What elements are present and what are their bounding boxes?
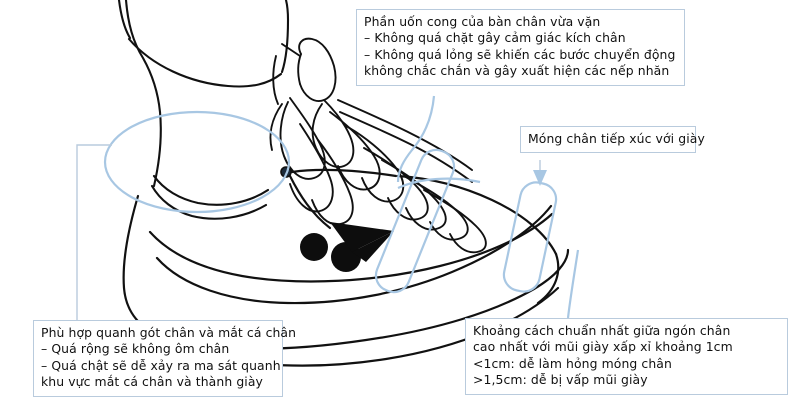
leg-front-outline (280, 0, 290, 74)
heel-callout-connector (76, 144, 112, 320)
toe-highlight-rect (502, 181, 558, 293)
shoe-laces (269, 37, 487, 254)
callout-line: khu vực mắt cá chân và thành giày (41, 374, 263, 390)
highlight-shapes (103, 95, 580, 319)
toenail-contact-callout: Móng chân tiếp xúc với giày (520, 126, 705, 154)
callout-line: Móng chân tiếp xúc với giày (528, 131, 705, 146)
ankle-highlight-ellipse (103, 110, 291, 214)
callout-line: – Không quá lỏng sẽ khiến các bước chuyể… (364, 46, 676, 62)
toe-tip (536, 252, 560, 305)
callout-line: không chắc chắn và gây xuất hiện các nếp… (364, 63, 670, 79)
yonex-logo (300, 222, 394, 272)
toegap-callout-connector (566, 249, 580, 319)
callout-line: Phần uốn cong của bàn chân vừa vặn (364, 14, 601, 29)
callout-line: – Quá chật sẽ dễ xảy ra ma sát quanh (41, 357, 281, 373)
shoe-midsole-crease (148, 212, 554, 283)
callout-line: Phù hợp quanh gót chân và mắt cá chân (41, 325, 297, 340)
toe-gap-callout: Khoảng cách chuẩn nhất giữa ngón chân ca… (465, 318, 788, 395)
toe-highlight-link (397, 177, 481, 190)
toenail-arrow-icon (533, 170, 547, 186)
heel-ankle-fit-callout: Phù hợp quanh gót chân và mắt cá chân – … (33, 320, 297, 397)
toe-box-top (396, 174, 558, 256)
shoe-midsole-lower (155, 204, 553, 305)
vamp-highlight-rect (374, 148, 456, 294)
instep-flex-callout: Phần uốn cong của bàn chân vừa vặn – Khô… (356, 9, 685, 86)
leg-back-outline (124, 0, 162, 188)
callout-line: cao nhất với mũi giày xấp xỉ khoảng 1cm (473, 339, 733, 355)
callout-line: – Không quá chặt gây cảm giác kích chân (364, 30, 626, 46)
callout-line: Khoảng cách chuẩn nhất giữa ngón chân (473, 323, 731, 338)
shoe-collar (150, 184, 268, 220)
callout-line: – Quá rộng sẽ không ôm chân (41, 341, 230, 357)
callout-line: <1cm: dễ làm hỏng móng chân (473, 355, 672, 371)
lace-callout-connector (396, 95, 436, 183)
callout-line: >1,5cm: dễ bị vấp mũi giày (473, 372, 648, 388)
